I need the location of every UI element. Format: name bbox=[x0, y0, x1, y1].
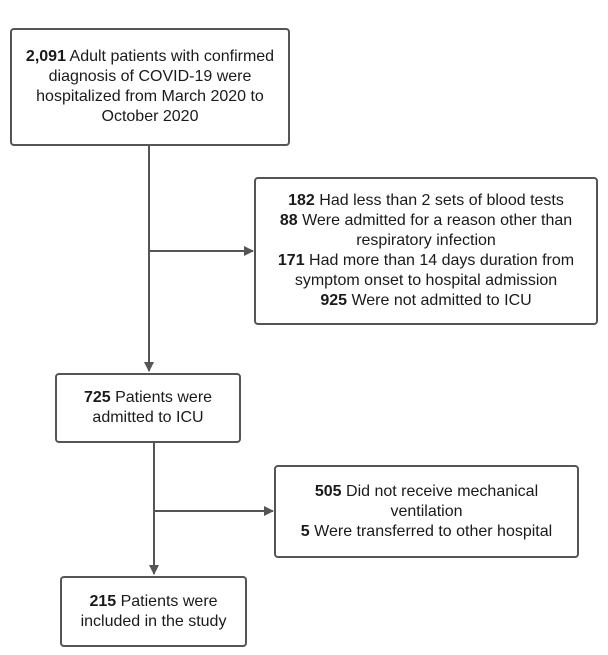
exclusion1-line-3: respiratory infection bbox=[356, 232, 496, 249]
exclusion2-line-2: ventilation bbox=[390, 502, 463, 520]
exclusion1-line-2: 88 Were admitted for a reason other than bbox=[279, 212, 573, 229]
exclusion1-line-6: 925 Were not admitted to ICU bbox=[320, 292, 532, 309]
exclusion1-line-5: symptom onset to hospital admission bbox=[294, 272, 558, 289]
box-start-line-2: diagnosis of COVID-19 were bbox=[48, 68, 252, 85]
box-final-line-2: included in the study bbox=[80, 612, 227, 630]
exclusion2-line-1: 505 Did not receive mechanical bbox=[314, 482, 539, 500]
box-icu-line-2: admitted to ICU bbox=[92, 409, 204, 426]
box-start-line-1: 2,091 Adult patients with confirmed bbox=[25, 48, 275, 65]
box-final: 215 Patients were included in the study bbox=[60, 576, 247, 647]
exclusion1-line-1: 182 Had less than 2 sets of blood tests bbox=[288, 192, 564, 209]
exclusion2-line-3: 5 Were transferred to other hospital bbox=[300, 522, 553, 540]
box-exclusion-2: 505 Did not receive mechanical ventilati… bbox=[274, 465, 579, 558]
box-icu: 725 Patients were admitted to ICU bbox=[55, 373, 241, 443]
box-icu-line-1: 725 Patients were bbox=[83, 389, 213, 406]
box-exclusion-1: 182 Had less than 2 sets of blood tests … bbox=[254, 177, 598, 325]
box-final-line-1: 215 Patients were bbox=[89, 592, 218, 610]
box-start-line-3: hospitalized from March 2020 to bbox=[36, 88, 264, 105]
exclusion1-line-4: 171 Had more than 14 days duration from bbox=[277, 252, 575, 269]
box-start-line-4: October 2020 bbox=[101, 108, 199, 125]
box-start: 2,091 Adult patients with confirmed diag… bbox=[10, 28, 290, 146]
